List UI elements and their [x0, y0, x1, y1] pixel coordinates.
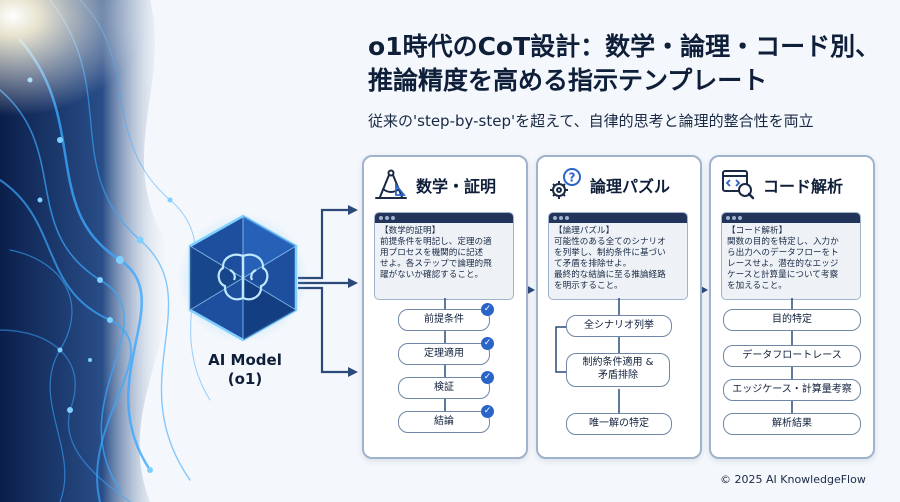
step-math-2: 定理適用 [398, 343, 490, 365]
step-code-1: 目的特定 [723, 309, 861, 331]
copyright-text: © 2025 AI KnowledgeFlow [720, 473, 866, 486]
check-icon: ✓ [481, 371, 494, 384]
step-math-4: 結論 [398, 411, 490, 433]
panel-math: 数学・証明 【数学的証明】 前提条件を明記し、定理の適 用プロセスを機関的に記述… [362, 155, 528, 459]
gears-question-icon: ? [550, 168, 581, 199]
brain-icon [217, 253, 269, 301]
step-code-2: データフロートレース [723, 345, 861, 367]
code-search-icon [722, 170, 755, 200]
step-math-3: 検証 [398, 377, 490, 399]
check-icon: ✓ [481, 337, 494, 350]
panel-code: コード解析 【コード解析】 関数の目的を特定し、入力か ら出力へのデータフローを… [709, 155, 875, 459]
ai-model-hexagon-icon [178, 213, 308, 343]
prompt-template-code: 【コード解析】 関数の目的を特定し、入力か ら出力へのデータフローをト レースせ… [721, 212, 861, 300]
check-icon: ✓ [481, 303, 494, 316]
ai-model-label: AI Model (o1) [208, 351, 282, 388]
panel-title-math: 数学・証明 [416, 177, 497, 196]
step-code-3: エッジケース・計算量考察 [723, 379, 861, 401]
panel-logic: ? 論理パズル 【論理パズル】 可能性のある全てのシナリオ を列挙し、制約条件に… [536, 155, 702, 459]
step-logic-3: 唯一解の特定 [566, 413, 672, 435]
step-logic-2: 制約条件適用 & 矛盾排除 [566, 353, 670, 387]
panel-title-code: コード解析 [763, 177, 844, 196]
prompt-template-logic: 【論理パズル】 可能性のある全てのシナリオ を列挙し、制約条件に基づい て矛盾を… [548, 212, 688, 300]
svg-text:?: ? [569, 171, 576, 185]
panel-title-logic: 論理パズル [590, 177, 671, 196]
check-icon: ✓ [481, 405, 494, 418]
step-code-4: 解析結果 [723, 413, 861, 435]
step-math-1: 前提条件 [398, 309, 490, 331]
compass-icon [375, 169, 407, 199]
prompt-template-math: 【数学的証明】 前提条件を明記し、定理の適 用プロセスを機関的に記述 せよ。各ス… [374, 212, 514, 300]
page-subtitle: 従来の'step-by-step'を超えて、自律的思考と論理的整合性を両立 [368, 112, 814, 130]
step-logic-1: 全シナリオ列挙 [566, 315, 672, 337]
page-title: o1時代のCoT設計：数学・論理・コード別、 推論精度を高める指示テンプレート [368, 32, 881, 95]
